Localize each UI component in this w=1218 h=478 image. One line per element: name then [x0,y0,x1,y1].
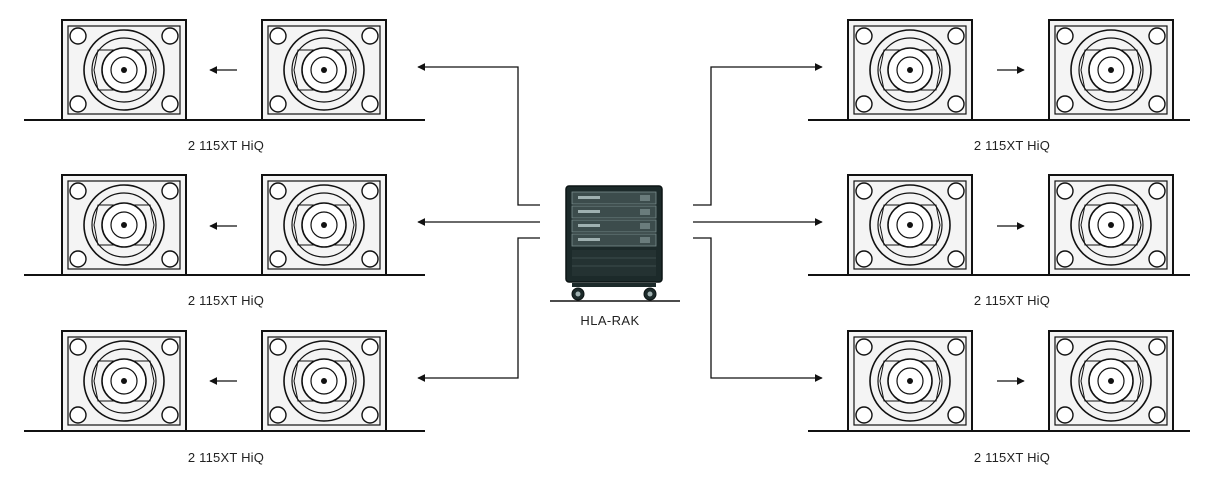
right-row-2: 2 115XT HiQ [808,174,1190,308]
signal-line [417,63,540,206]
speaker-cabinet [261,330,387,432]
speaker-cabinet [261,174,387,276]
right-row-1: 2 115XT HiQ [808,19,1190,153]
rack-label: HLA-RAK [580,313,639,328]
speaker-cabinet [61,330,187,432]
speaker-cabinet [1048,330,1174,432]
group-label: 2 115XT HiQ [974,450,1050,465]
speaker-cabinet [261,19,387,121]
left-row-1: 2 115XT HiQ [24,19,425,153]
speaker-cabinet [61,174,187,276]
signal-line [693,237,823,382]
speaker-cabinet [1048,19,1174,121]
speaker-cabinet [847,19,973,121]
group-label: 2 115XT HiQ [188,293,264,308]
group-label: 2 115XT HiQ [974,138,1050,153]
group-label: 2 115XT HiQ [188,450,264,465]
right-row-3: 2 115XT HiQ [808,330,1190,465]
connections [417,63,823,382]
group-label: 2 115XT HiQ [188,138,264,153]
speaker-cabinet [61,19,187,121]
group-label: 2 115XT HiQ [974,293,1050,308]
speaker-cabinet [847,330,973,432]
speaker-cabinet [847,174,973,276]
left-row-3: 2 115XT HiQ [24,330,425,465]
amplifier-rack [550,185,680,302]
speaker-cabinet [1048,174,1174,276]
signal-line [693,63,823,206]
signal-line [417,237,540,382]
left-row-2: 2 115XT HiQ [24,174,425,308]
